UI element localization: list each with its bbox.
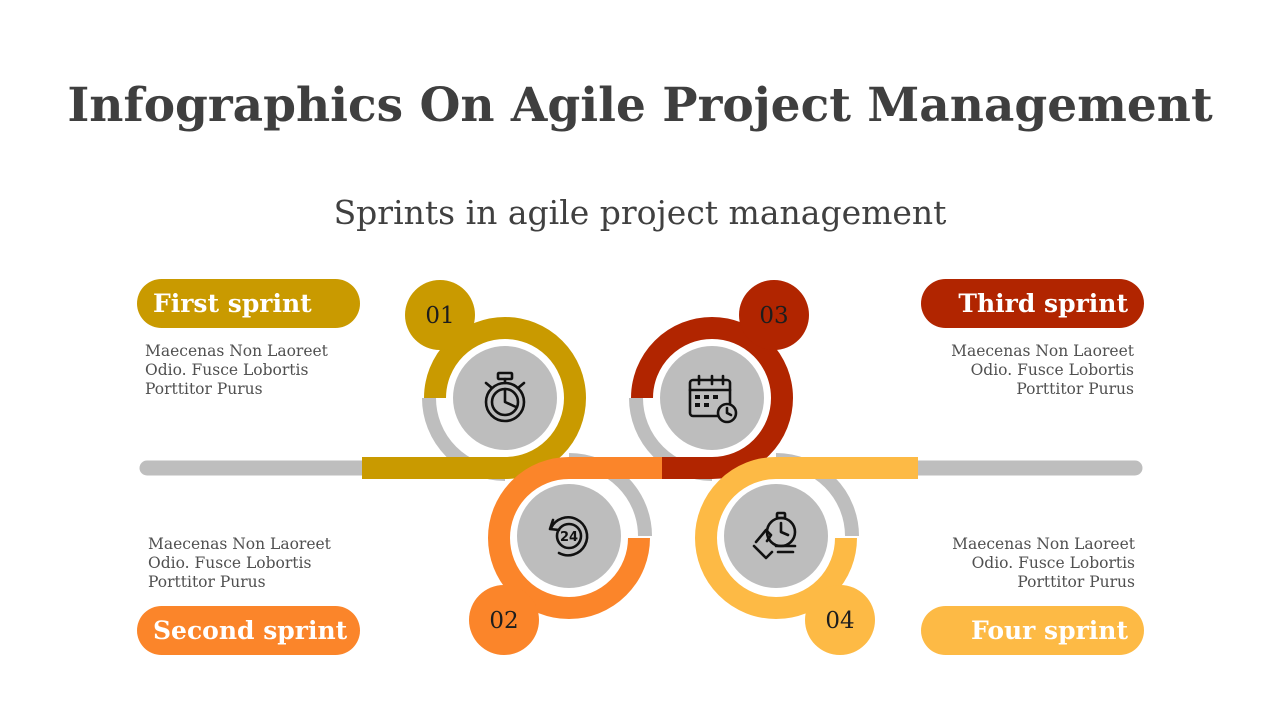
first-sprint-label: First sprint xyxy=(137,279,360,328)
desc-line: Maecenas Non Laoreet xyxy=(145,342,328,360)
step-03-badge xyxy=(739,280,809,350)
step-01-swirl xyxy=(362,316,586,479)
step-02-inner-circle xyxy=(517,484,621,588)
step-02-number: 02 xyxy=(489,608,518,634)
step-02-badge xyxy=(469,585,539,655)
step-04-number: 04 xyxy=(825,608,854,634)
svg-text:24: 24 xyxy=(560,530,578,545)
four-sprint-label: Four sprint xyxy=(921,606,1144,655)
desc-line: Maecenas Non Laoreet xyxy=(148,535,331,553)
third-sprint-description: Maecenas Non Laoreet Odio. Fusce Loborti… xyxy=(924,342,1134,399)
hand-stopwatch-icon xyxy=(752,511,797,560)
desc-line: Odio. Fusce Lobortis xyxy=(970,361,1134,379)
slide-title: Infographics On Agile Project Management xyxy=(67,78,1213,133)
desc-line: Odio. Fusce Lobortis xyxy=(971,554,1135,572)
second-sprint-description: Maecenas Non Laoreet Odio. Fusce Loborti… xyxy=(148,535,358,592)
desc-line: Odio. Fusce Lobortis xyxy=(148,554,312,572)
desc-line: Porttitor Purus xyxy=(1017,573,1135,591)
step-04-badge xyxy=(805,585,875,655)
step-03-inner-circle xyxy=(660,346,764,450)
calendar-clock-icon xyxy=(688,374,738,424)
desc-line: Porttitor Purus xyxy=(148,573,266,591)
step-01-badge xyxy=(405,280,475,350)
clock-24-hours-icon: 24 xyxy=(548,516,589,557)
desc-line: Porttitor Purus xyxy=(145,380,263,398)
first-sprint-description: Maecenas Non Laoreet Odio. Fusce Loborti… xyxy=(145,342,355,399)
desc-line: Maecenas Non Laoreet xyxy=(951,342,1134,360)
step-02-swirl xyxy=(488,457,662,620)
slide-subtitle: Sprints in agile project management xyxy=(333,193,947,232)
second-sprint-label: Second sprint xyxy=(137,606,360,655)
desc-line: Porttitor Purus xyxy=(1016,380,1134,398)
desc-line: Maecenas Non Laoreet xyxy=(952,535,1135,553)
step-03-number: 03 xyxy=(759,303,788,329)
four-sprint-description: Maecenas Non Laoreet Odio. Fusce Loborti… xyxy=(925,535,1135,592)
step-04-inner-circle xyxy=(724,484,828,588)
desc-line: Odio. Fusce Lobortis xyxy=(145,361,309,379)
third-sprint-label: Third sprint xyxy=(921,279,1144,328)
step-01-number: 01 xyxy=(425,303,454,329)
step-04-swirl xyxy=(695,457,918,620)
stopwatch-icon xyxy=(484,371,526,423)
